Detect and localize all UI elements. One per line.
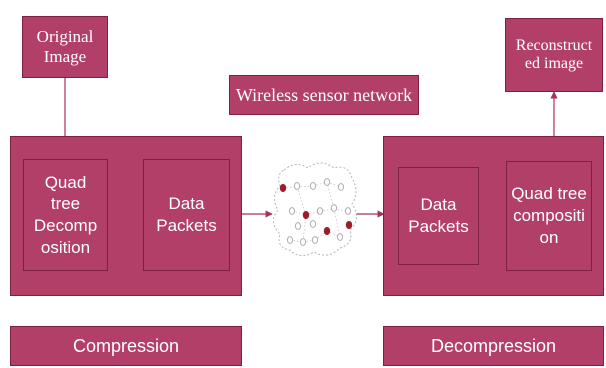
reconstructed-image-label-line2: ed image xyxy=(524,55,584,72)
reconstructed-image-label-line1: Reconstruct xyxy=(515,36,593,54)
original-image-label-line2: Image xyxy=(43,47,87,66)
quadtree-comp-line1: Quad tree xyxy=(511,183,587,203)
decompression-block: Data Packets Quad tree compositi on xyxy=(383,136,604,296)
reconstructed-image-box: Reconstruct ed image xyxy=(505,18,603,92)
sensor-network-cloud-icon xyxy=(273,162,357,256)
compression-packets-line1: Data xyxy=(168,194,205,214)
decompression-packets-line2: Packets xyxy=(408,217,469,236)
compression-label: Compression xyxy=(10,326,242,366)
quadtree-comp-line2: compositi xyxy=(513,205,585,225)
quad-tree-composition-box: Quad tree compositi on xyxy=(506,161,592,271)
compression-packets-line2: Packets xyxy=(156,216,217,235)
decompression-data-packets-box: Data Packets xyxy=(398,167,479,265)
quad-tree-decomposition-box: Quad tree Decomp osition xyxy=(23,159,108,271)
quadtree-decomp-line2: tree xyxy=(50,194,81,214)
quadtree-decomp-line3: Decomp xyxy=(33,216,98,235)
decompression-packets-line1: Data xyxy=(420,195,457,215)
quadtree-comp-line3: on xyxy=(539,228,559,248)
decompression-label: Decompression xyxy=(383,326,604,366)
quadtree-decomp-line1: Quad xyxy=(44,172,87,192)
compression-block: Quad tree Decomp osition Data Packets xyxy=(10,136,242,296)
compression-data-packets-box: Data Packets xyxy=(143,159,230,271)
original-image-label-line1: Original xyxy=(36,27,94,47)
original-image-box: Original Image xyxy=(22,16,108,78)
quadtree-decomp-line4: osition xyxy=(40,237,91,257)
wireless-sensor-network-label: Wireless sensor network xyxy=(229,75,419,115)
